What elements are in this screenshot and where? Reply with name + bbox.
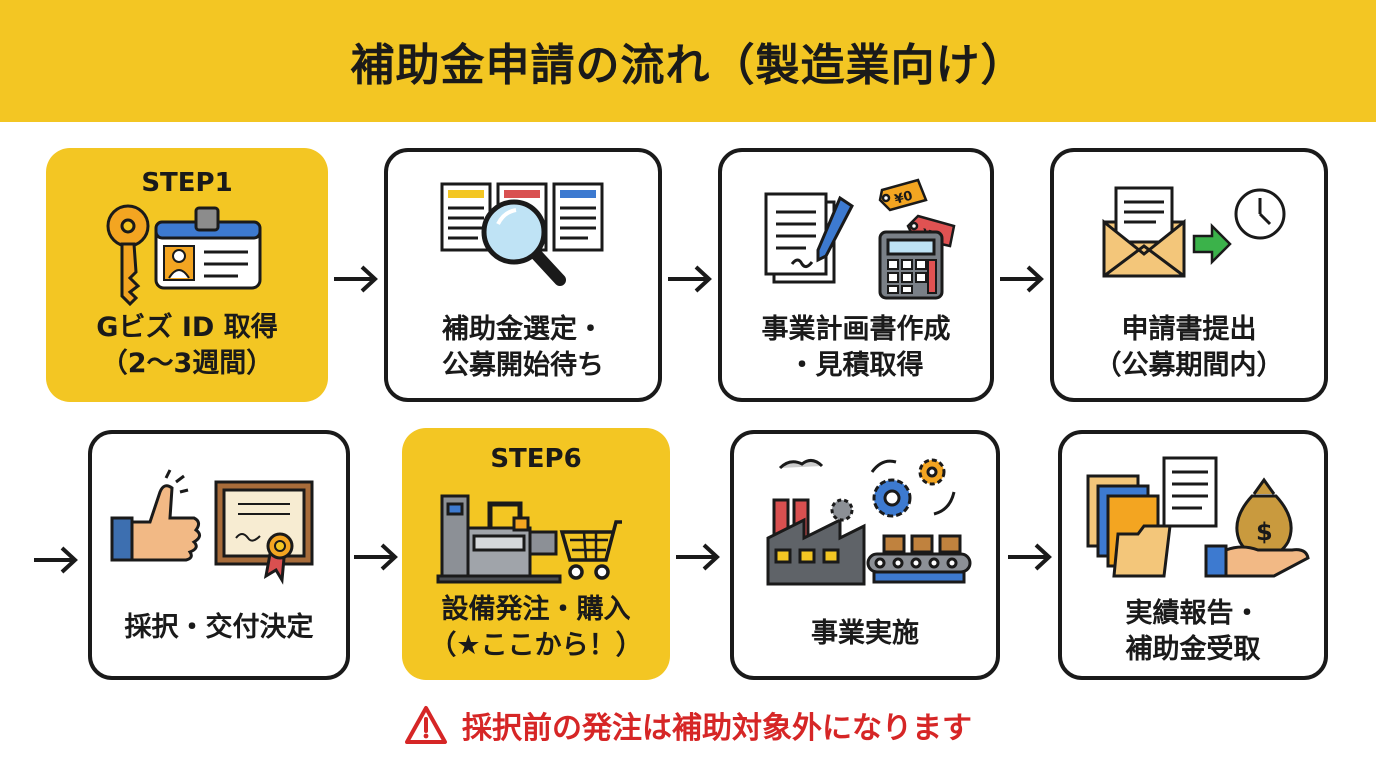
step-card-3: ¥0 ¥0 事業計画書作成 ・見積取得 <box>718 148 994 402</box>
step-label-line2: （公募期間内） <box>1094 350 1284 381</box>
step-label-line1: 実績報告・ <box>1125 598 1261 629</box>
hand-icon <box>1204 544 1310 578</box>
page-title: 補助金申請の流れ（製造業向け） <box>350 40 1026 91</box>
step-label-line2: 公募開始待ち <box>442 350 604 381</box>
document-pen-icon <box>764 192 854 284</box>
step-label-line1: 事業実施 <box>811 618 919 649</box>
step-label-line2: ・見積取得 <box>788 350 924 381</box>
step-label-line1: Gビズ ID 取得 <box>96 312 278 343</box>
machine-icon <box>436 494 562 584</box>
svg-text:¥0: ¥0 <box>893 189 914 208</box>
arrow-right-icon <box>668 265 712 293</box>
step-label-line2: （★ここから！） <box>429 630 643 661</box>
warning-note: 採択前の発注は補助対象外になります <box>0 700 1376 750</box>
step-badge: STEP1 <box>141 168 233 198</box>
step-card-7: 事業実施 <box>730 430 1000 680</box>
calculator-icon <box>878 230 944 300</box>
step-card-2: 補助金選定・ 公募開始待ち <box>384 148 662 402</box>
step-label-line1: 申請書提出 <box>1121 314 1257 345</box>
arrow-right-icon <box>34 546 78 574</box>
conveyor-icon <box>866 534 972 584</box>
magnifier-icon <box>481 199 566 286</box>
key-icon <box>106 204 150 307</box>
id-card-icon <box>154 206 262 290</box>
arrow-right-icon <box>1192 222 1232 266</box>
step-label-line2: 補助金受取 <box>1125 634 1261 665</box>
warning-icon <box>405 706 447 744</box>
factory-icon <box>766 459 866 586</box>
shopping-cart-icon <box>559 520 622 580</box>
warning-text: 採択前の発注は補助対象外になります <box>462 711 972 746</box>
step-card-8: $ 実績報告・ 補助金受取 <box>1058 430 1328 680</box>
arrow-right-icon <box>1008 543 1052 571</box>
step-badge: STEP6 <box>490 444 582 474</box>
step-label-line1: 補助金選定・ <box>442 314 604 345</box>
step-label-line1: 設備発注・購入 <box>441 594 631 625</box>
arrow-right-icon <box>1000 265 1044 293</box>
thumbs-up-icon <box>110 469 201 562</box>
clock-icon <box>1234 188 1286 240</box>
step-card-1: STEP1 Gビズ ID 取得 （2〜3週間） <box>46 148 328 402</box>
step-label-line1: 採択・交付決定 <box>124 612 314 643</box>
step-card-5: 採択・交付決定 <box>88 430 350 680</box>
title-banner: 補助金申請の流れ（製造業向け） <box>0 0 1376 122</box>
arrow-right-icon <box>354 543 398 571</box>
step-label-line2: （2〜3週間） <box>100 348 274 379</box>
step-label-line1: 事業計画書作成 <box>761 314 951 345</box>
step-card-4: 申請書提出 （公募期間内） <box>1050 148 1328 402</box>
step-card-6: STEP6 設備発注・購入 （★ここから！） <box>402 428 670 680</box>
svg-text:$: $ <box>1256 518 1273 546</box>
arrow-right-icon <box>676 543 720 571</box>
gears-icon <box>830 458 956 522</box>
money-bag-icon: $ <box>1235 477 1293 558</box>
envelope-icon <box>1102 186 1186 278</box>
folders-icon <box>1086 456 1218 578</box>
arrow-right-icon <box>334 265 378 293</box>
certificate-icon <box>214 480 314 585</box>
